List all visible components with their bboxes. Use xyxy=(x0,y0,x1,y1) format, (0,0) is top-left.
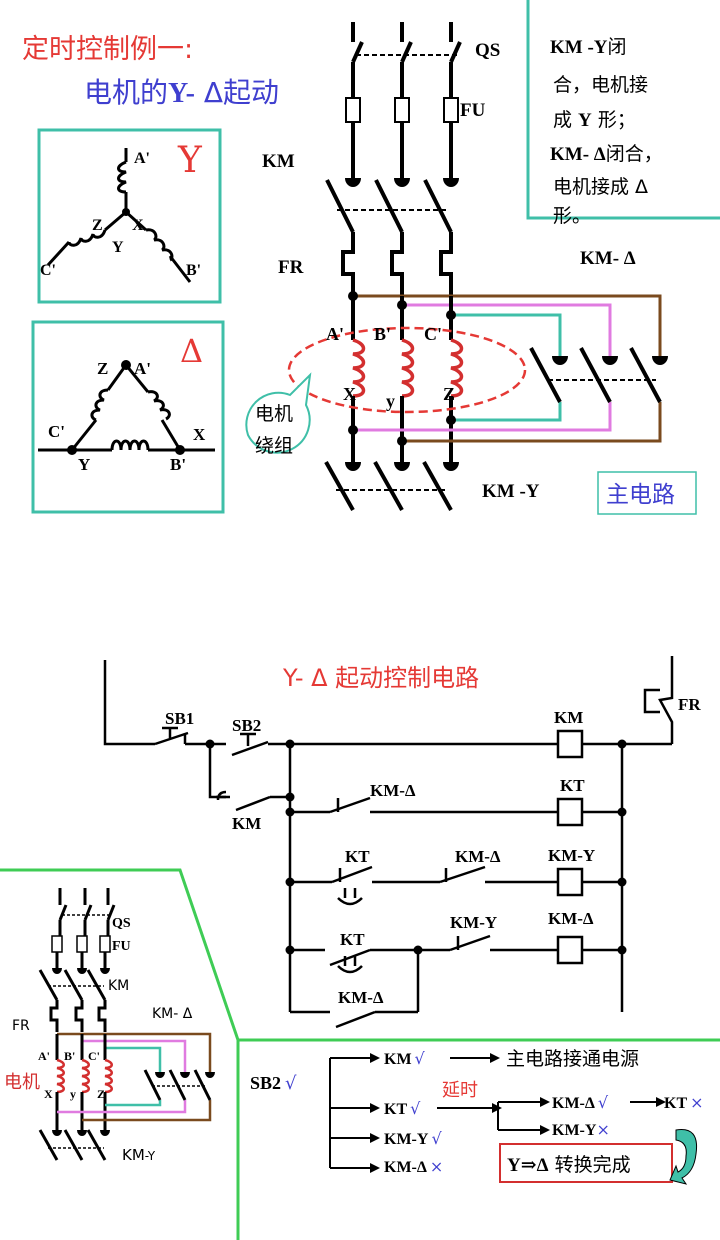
note-line5: 电机接成 Δ xyxy=(553,176,648,198)
control-label-kmd3: KM-Δ xyxy=(338,988,384,1007)
mini-label-qs: QS xyxy=(112,916,131,931)
delta-label-a: A' xyxy=(134,359,151,378)
mini-label-fr: FR xyxy=(12,1018,30,1034)
delta-label-b: B' xyxy=(170,455,186,474)
star-label-a: A' xyxy=(134,150,150,167)
mini-label-km-y: KM-Y xyxy=(122,1146,156,1164)
mini-label-y: y xyxy=(70,1087,76,1101)
main-label-km-y: KM -Y xyxy=(482,481,540,502)
seq-done-box xyxy=(499,1143,673,1183)
star-label-b: B' xyxy=(186,262,201,279)
seq-km: KM√ xyxy=(384,1049,426,1068)
control-label-kmd1: KM-Δ xyxy=(370,781,416,800)
main-circuit-label: 主电路 xyxy=(606,482,675,508)
main-circuit: QS FU KM FR KM- Δ KM -Y A' B' C' X y Z 电… xyxy=(245,22,697,515)
seq-delay: 延时 xyxy=(442,1080,478,1101)
note-box: KM -Y闭 合，电机接 成 Y 形； KM- Δ闭合， 电机接成 Δ 形。 xyxy=(526,0,720,227)
control-title: Y- Δ 起动控制电路 xyxy=(282,664,479,692)
delta-symbol: Δ xyxy=(180,332,203,370)
delta-label-c: C' xyxy=(48,422,65,441)
mini-label-x: X xyxy=(44,1087,53,1101)
control-label-fr: FR xyxy=(678,695,701,714)
main-label-fr: FR xyxy=(278,257,304,278)
mini-label-km: KM xyxy=(108,978,129,994)
control-label-sb1: SB1 xyxy=(165,709,194,728)
delta-connection-box: Δ Z A' C' X Y B' xyxy=(31,320,225,514)
control-label-kt1: KT xyxy=(345,847,370,866)
seq-kmd-on: KM-Δ√ xyxy=(552,1093,609,1112)
star-label-x: X xyxy=(132,217,144,234)
note-line6: 形。 xyxy=(553,205,591,227)
main-label-a: A' xyxy=(326,324,344,344)
mini-label-z: Z xyxy=(97,1087,105,1101)
control-label-kmy: KM-Y xyxy=(450,913,497,932)
mini-label-km-delta: KM- Δ xyxy=(152,1006,193,1022)
star-label-y: Y xyxy=(112,239,124,256)
delta-label-z: Z xyxy=(97,359,108,378)
return-arrow-icon xyxy=(669,1129,698,1185)
callout-line1: 电机 xyxy=(255,403,293,425)
mini-main-circuit: QS FU KM FR KM- Δ A' B' C' X y Z 电机 KM-Y xyxy=(0,868,720,1240)
seq-sb2: SB2√ xyxy=(250,1073,297,1094)
star-label-c: C' xyxy=(40,262,56,279)
mini-label-fu: FU xyxy=(112,939,131,954)
seq-kmy: KM-Y√ xyxy=(384,1129,442,1148)
main-label-fu: FU xyxy=(460,100,486,121)
main-label-x: X xyxy=(343,384,356,404)
main-label-z: Z xyxy=(443,384,455,404)
seq-kt-off: KT× xyxy=(664,1093,704,1112)
control-label-kmd2: KM-Δ xyxy=(455,847,501,866)
control-label-coil-kmy: KM-Y xyxy=(548,846,595,865)
main-label-y: y xyxy=(386,391,395,411)
mini-label-a: A' xyxy=(38,1049,50,1063)
title-line2: 电机的Y- Δ起动 xyxy=(84,76,279,109)
main-label-km-delta: KM- Δ xyxy=(580,248,636,269)
callout-line2: 绕组 xyxy=(255,435,293,457)
seq-kmy-off: KM-Y× xyxy=(552,1120,610,1139)
title-line1: 定时控制例一: xyxy=(22,34,193,65)
note-line2: 合，电机接 xyxy=(553,74,648,96)
mini-label-motor: 电机 xyxy=(4,1072,40,1093)
svg-text:KM- Δ闭合，: KM- Δ闭合， xyxy=(550,143,663,165)
control-label-km-contact: KM xyxy=(232,814,261,833)
svg-text:KM -Y闭: KM -Y闭 xyxy=(550,36,627,58)
delta-label-y: Y xyxy=(78,455,90,474)
star-connection-box: Y A' Z X Y C' B' xyxy=(37,128,222,304)
seq-done: Y⇒Δ 转换完成 xyxy=(507,1154,631,1176)
winding-callout: 电机 绕组 xyxy=(245,372,312,457)
control-label-coil-km: KM xyxy=(554,708,583,727)
control-label-sb2: SB2 xyxy=(232,716,261,735)
main-label-km: KM xyxy=(262,151,295,172)
delta-label-x: X xyxy=(193,425,206,444)
main-label-b: B' xyxy=(374,324,391,344)
control-label-coil-kmd: KM-Δ xyxy=(548,909,594,928)
control-label-coil-kt: KT xyxy=(560,776,585,795)
control-label-kt2: KT xyxy=(340,930,365,949)
main-label-qs: QS xyxy=(475,40,500,61)
seq-kt: KT√ xyxy=(384,1099,421,1118)
star-label-z: Z xyxy=(92,217,103,234)
mini-label-c: C' xyxy=(88,1049,100,1063)
seq-kmd: KM-Δ× xyxy=(384,1157,443,1176)
main-label-c: C' xyxy=(424,324,442,344)
seq-main-power: 主电路接通电源 xyxy=(506,1048,639,1070)
control-circuit: Y- Δ 起动控制电路 xyxy=(103,656,701,1029)
svg-text:成 Y 形；: 成 Y 形； xyxy=(553,109,636,131)
mini-label-b: B' xyxy=(64,1049,75,1063)
sequence-panel: SB2√ KM√ 主电路接通电源 KT√ xyxy=(250,1048,704,1185)
star-symbol: Y xyxy=(177,140,203,181)
